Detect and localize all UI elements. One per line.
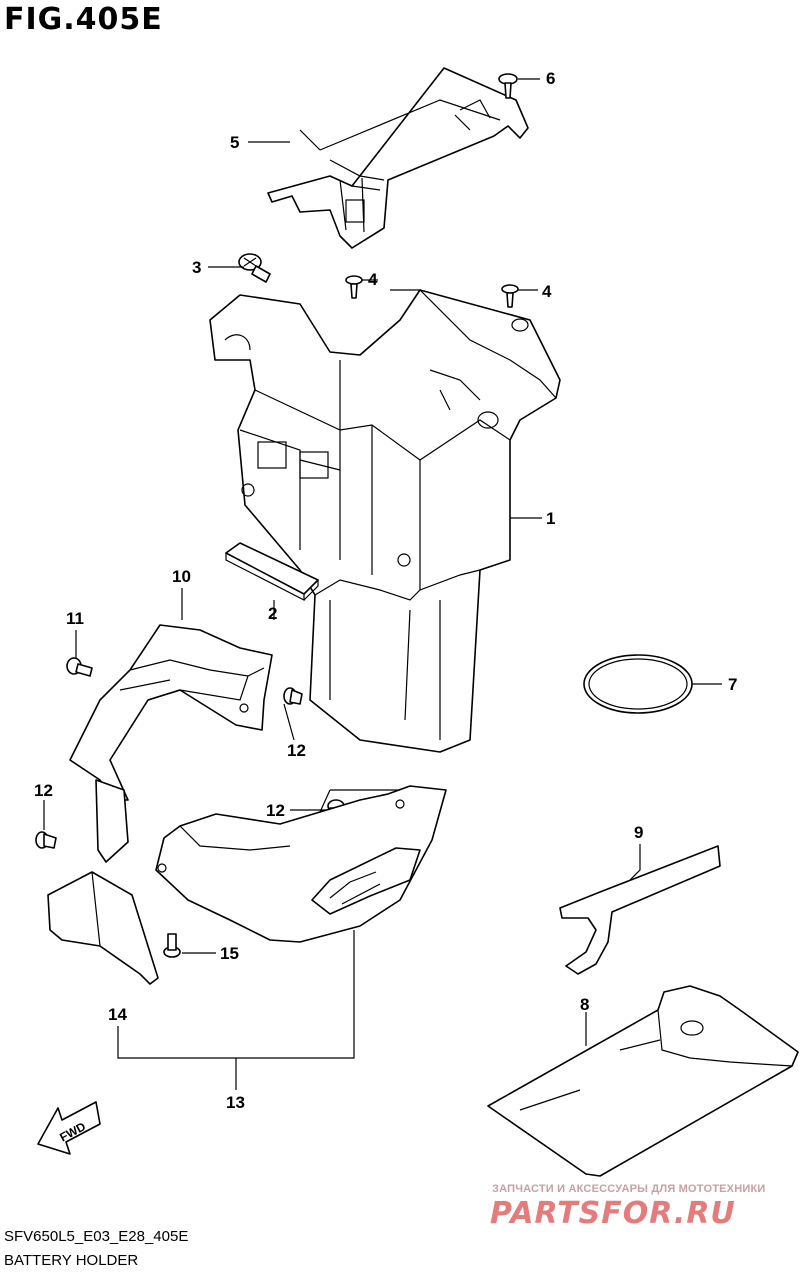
callout-12-c: 12 [266, 801, 285, 820]
callout-4-right: 4 [542, 282, 552, 301]
part-2-pad[interactable] [225, 542, 319, 601]
callout-7: 7 [728, 675, 737, 694]
callouts: 5 6 3 4 4 1 2 7 10 11 12 12 12 9 15 8 14… [34, 69, 737, 1112]
figure-title: FIG.405E [4, 2, 163, 37]
part-12-clip-b[interactable] [35, 831, 57, 849]
part-7-band[interactable] [583, 654, 693, 714]
part-1-battery-holder[interactable] [209, 289, 561, 753]
callout-14: 14 [108, 1005, 127, 1024]
part-15-bolt[interactable] [163, 933, 181, 958]
callout-11: 11 [66, 609, 84, 628]
part-9-wrench[interactable] [559, 845, 721, 975]
part-8-tool-bag[interactable] [487, 985, 799, 1177]
part-14-lower-cover[interactable] [47, 871, 159, 985]
callout-8: 8 [580, 995, 589, 1014]
callout-1: 1 [546, 509, 555, 528]
leader-lines [43, 78, 722, 1090]
part-10-cover[interactable] [69, 624, 273, 863]
callout-3: 3 [192, 258, 201, 277]
callout-4-left: 4 [368, 270, 378, 289]
fwd-arrow-icon: FWD [37, 1101, 101, 1155]
callout-15: 15 [220, 944, 239, 963]
callout-12-b: 12 [34, 781, 53, 800]
figure-name: BATTERY HOLDER [4, 1252, 139, 1269]
part-3-bolt[interactable] [238, 253, 271, 283]
callout-12-a: 12 [287, 741, 306, 760]
part-4-screw-right[interactable] [501, 284, 519, 308]
callout-5: 5 [230, 133, 239, 152]
part-4-screw-left[interactable] [345, 275, 363, 299]
callout-9: 9 [634, 823, 643, 842]
part-13-lower-cover-assembly[interactable] [155, 785, 447, 943]
part-12-clip-a[interactable] [283, 687, 303, 705]
figure-code: SFV650L5_E03_E28_405E [4, 1228, 189, 1245]
part-6-screw[interactable] [498, 73, 518, 99]
callout-6: 6 [546, 69, 555, 88]
callout-2: 2 [268, 604, 277, 623]
part-5-bracket[interactable] [267, 67, 529, 249]
watermark-tagline: ЗАПЧАСТИ И АКСЕССУАРЫ ДЛЯ МОТОТЕХНИКИ [492, 1183, 766, 1195]
watermark-brand: PARTSFOR.RU [490, 1196, 736, 1231]
callout-10: 10 [172, 567, 191, 586]
callout-13: 13 [226, 1093, 245, 1112]
part-11-bolt[interactable] [66, 657, 93, 677]
